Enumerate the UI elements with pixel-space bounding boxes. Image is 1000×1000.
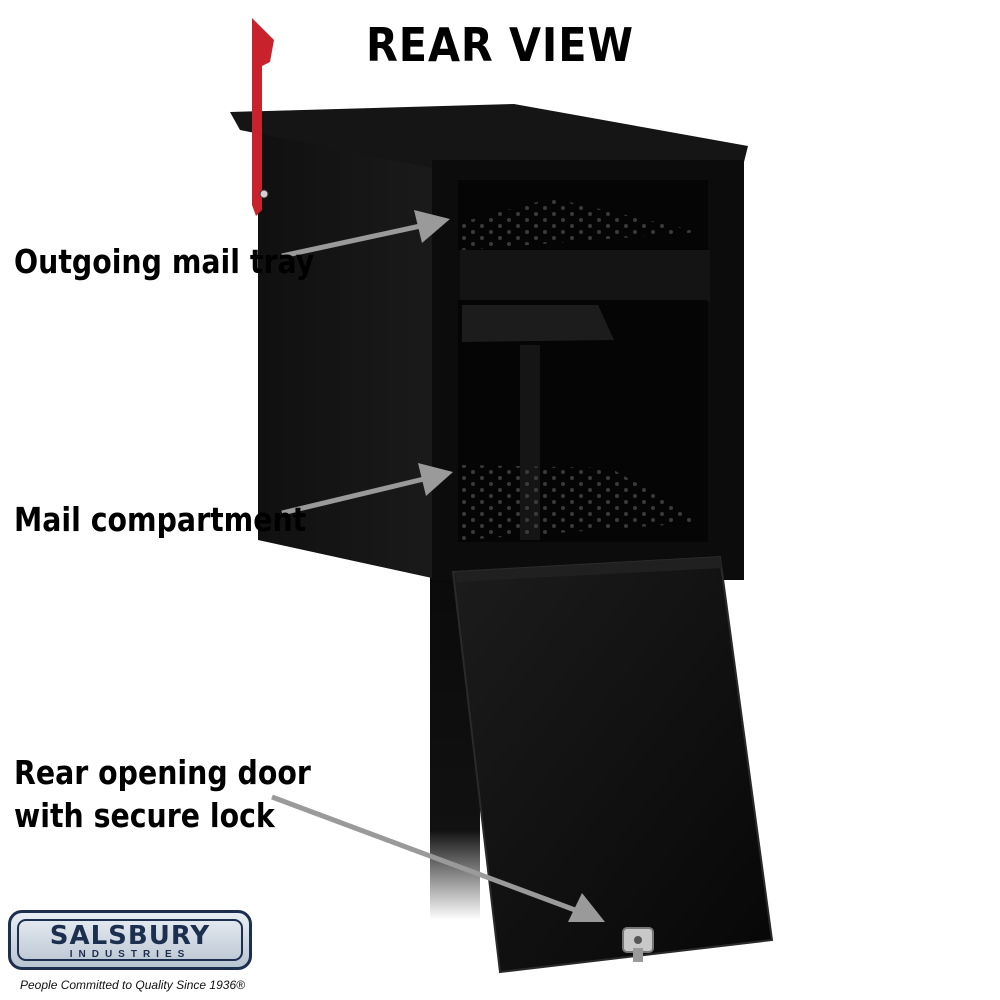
mailbox-side-panel — [258, 125, 432, 578]
callout-mail-compartment: Mail compartment — [14, 500, 307, 539]
mailbox-flag-icon[interactable] — [252, 18, 274, 216]
page-title: REAR VIEW — [365, 18, 634, 72]
rear-door[interactable] — [451, 555, 774, 974]
compartment-baffle — [462, 305, 614, 342]
logo-subtitle: INDUSTRIES — [69, 949, 191, 960]
mailbox-roof — [230, 104, 748, 170]
brand-logo: SALSBURY INDUSTRIES — [8, 910, 252, 970]
logo-badge: SALSBURY INDUSTRIES — [8, 910, 252, 970]
compartment-floor — [462, 465, 706, 540]
tray-floor — [462, 198, 700, 250]
arrow-icon — [271, 210, 605, 922]
lock-icon[interactable] — [622, 927, 654, 962]
brand-tagline: People Committed to Quality Since 1936® — [20, 978, 245, 992]
callout-outgoing-mail-tray: Outgoing mail tray — [14, 242, 315, 281]
callout-rear-door-line2: with secure lock — [14, 796, 275, 835]
door-hinge-strip — [455, 557, 722, 582]
tray-lip — [460, 250, 710, 302]
logo-name: SALSBURY — [49, 921, 211, 951]
callout-rear-door-line1: Rear opening door — [14, 753, 311, 792]
